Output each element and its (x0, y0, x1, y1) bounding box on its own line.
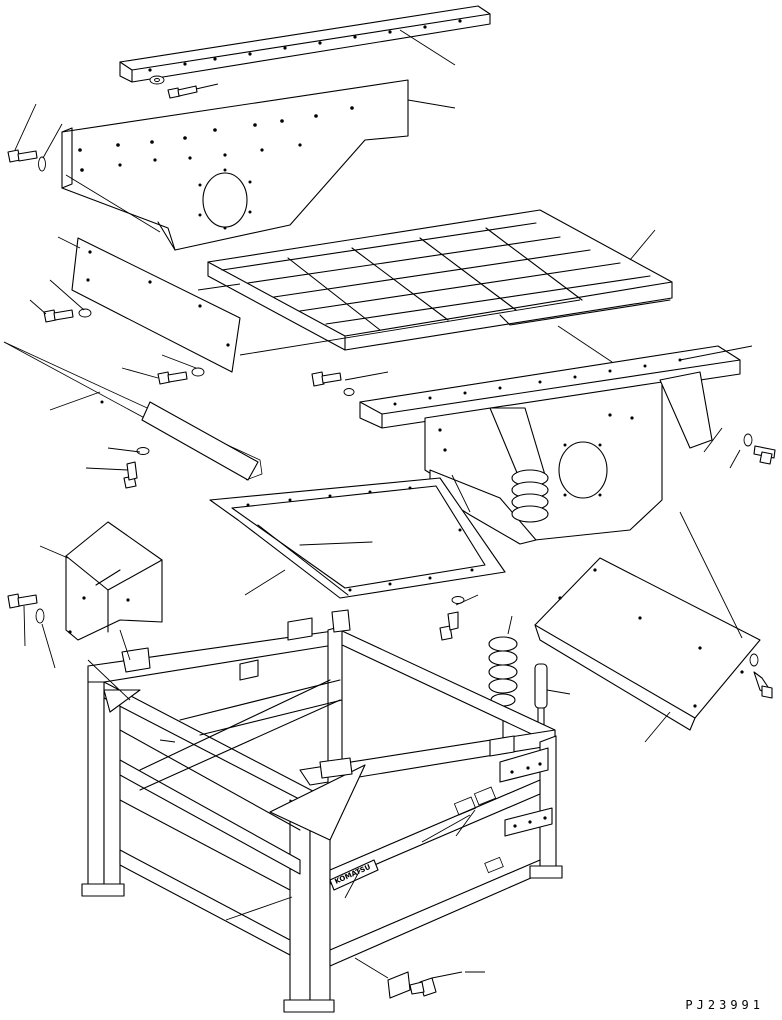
spring-mount (511, 469, 549, 523)
washer-chute (451, 596, 465, 604)
right-cover-plate (534, 557, 761, 731)
washer-right-cover (749, 653, 759, 667)
washer-guard (35, 608, 45, 624)
base-frame (81, 609, 563, 1013)
bolt-strip (123, 461, 138, 489)
washer-left-1 (38, 156, 46, 172)
bolt-right-cover (753, 671, 773, 699)
top-side-rail (119, 5, 491, 83)
bolt-body-1 (311, 371, 342, 387)
washer-body-1 (343, 388, 355, 396)
bolt-top (167, 85, 198, 99)
damper (534, 663, 548, 731)
bolt-guard (7, 593, 38, 609)
bolt-bottom (409, 977, 437, 997)
screen-deck (207, 209, 673, 351)
drawing-code: PJ23991 (685, 998, 764, 1012)
seal-strip (3, 341, 263, 481)
belt-guard (65, 521, 163, 641)
bolt-cover-1 (43, 309, 74, 323)
vibrating-screen-body (359, 345, 741, 545)
side-plate-left (61, 79, 409, 251)
bolt-chute (439, 611, 459, 641)
washer-cover-2 (191, 367, 205, 377)
discharge-chute (209, 477, 506, 599)
bolt-cover-2 (157, 371, 188, 385)
bolt-body-right (753, 445, 776, 465)
washer-top (149, 75, 165, 85)
coil-spring (488, 636, 518, 743)
washer-strip (136, 447, 150, 455)
side-cover-plate (71, 237, 241, 373)
bracket-bottom (387, 971, 411, 999)
bolt-left-1 (7, 149, 38, 163)
washer-cover-1 (78, 308, 92, 318)
washer-body-right (743, 433, 753, 447)
